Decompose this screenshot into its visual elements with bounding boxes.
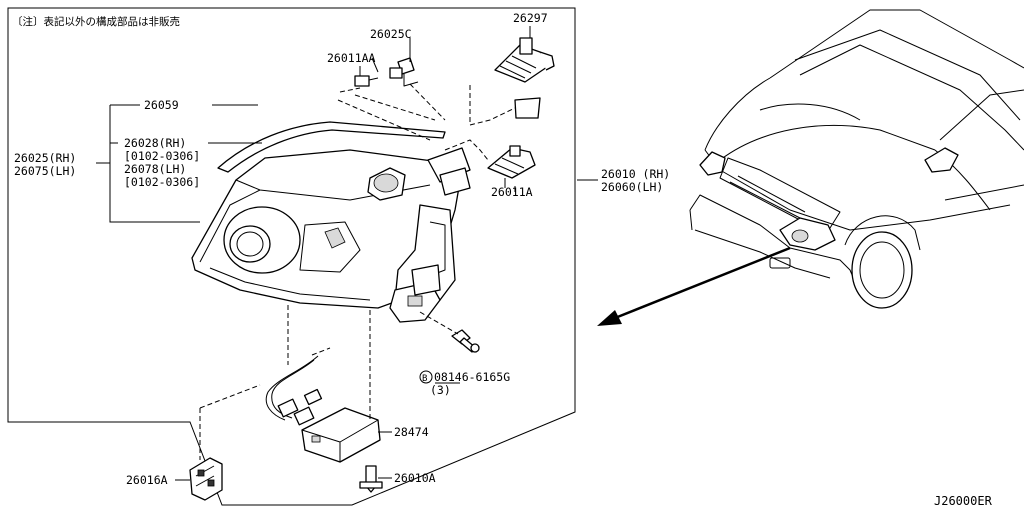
vehicle-illustration xyxy=(689,9,1024,309)
label-26297: 26297 xyxy=(513,11,548,25)
bracket-26016a xyxy=(189,457,223,501)
reference-arrowhead xyxy=(597,310,622,326)
label-26028-range: [0102-0306] xyxy=(124,149,200,163)
label-26011a: 26011A xyxy=(491,185,533,199)
label-26011aa: 26011AA xyxy=(327,51,376,65)
harness xyxy=(265,355,323,426)
label-26060lh: 26060(LH) xyxy=(601,180,663,194)
bolt-symbol: B xyxy=(422,374,427,384)
bolt-symbol-circle xyxy=(419,370,433,384)
label-26078lh: 26078(LH) xyxy=(124,162,186,176)
label-26025c: 26025C xyxy=(370,27,412,41)
label-26075lh: 26075(LH) xyxy=(14,164,76,178)
label-26010a: 26010A xyxy=(394,471,436,485)
label-26016a: 26016A xyxy=(126,473,168,487)
bulb-26025c xyxy=(389,40,419,87)
label-26028rh: 26028(RH) xyxy=(124,136,186,150)
diagram-code: J26000ER xyxy=(934,494,993,508)
assembly-frame xyxy=(7,7,576,506)
gasket-26059 xyxy=(514,97,541,119)
screw-26010a xyxy=(359,465,383,493)
bulb-26011a xyxy=(487,145,536,188)
reference-arrow xyxy=(614,246,791,320)
headlamp-assembly xyxy=(191,121,471,323)
ballast-28474 xyxy=(301,407,381,463)
label-26010rh: 26010 (RH) xyxy=(601,167,670,181)
label-26025rh: 26025(RH) xyxy=(14,151,76,165)
label-bolt-qty: (3) xyxy=(430,383,451,397)
label-28474: 28474 xyxy=(394,425,429,439)
bulb-26011aa xyxy=(354,66,379,87)
label-bolt-part: 08146-6165G xyxy=(434,370,510,384)
socket-26297 xyxy=(494,26,555,83)
note-text: 〔注〕表記以外の構成部品は非販売 xyxy=(12,15,180,28)
label-26078-range: [0102-0306] xyxy=(124,175,200,189)
label-26059: 26059 xyxy=(144,98,179,112)
